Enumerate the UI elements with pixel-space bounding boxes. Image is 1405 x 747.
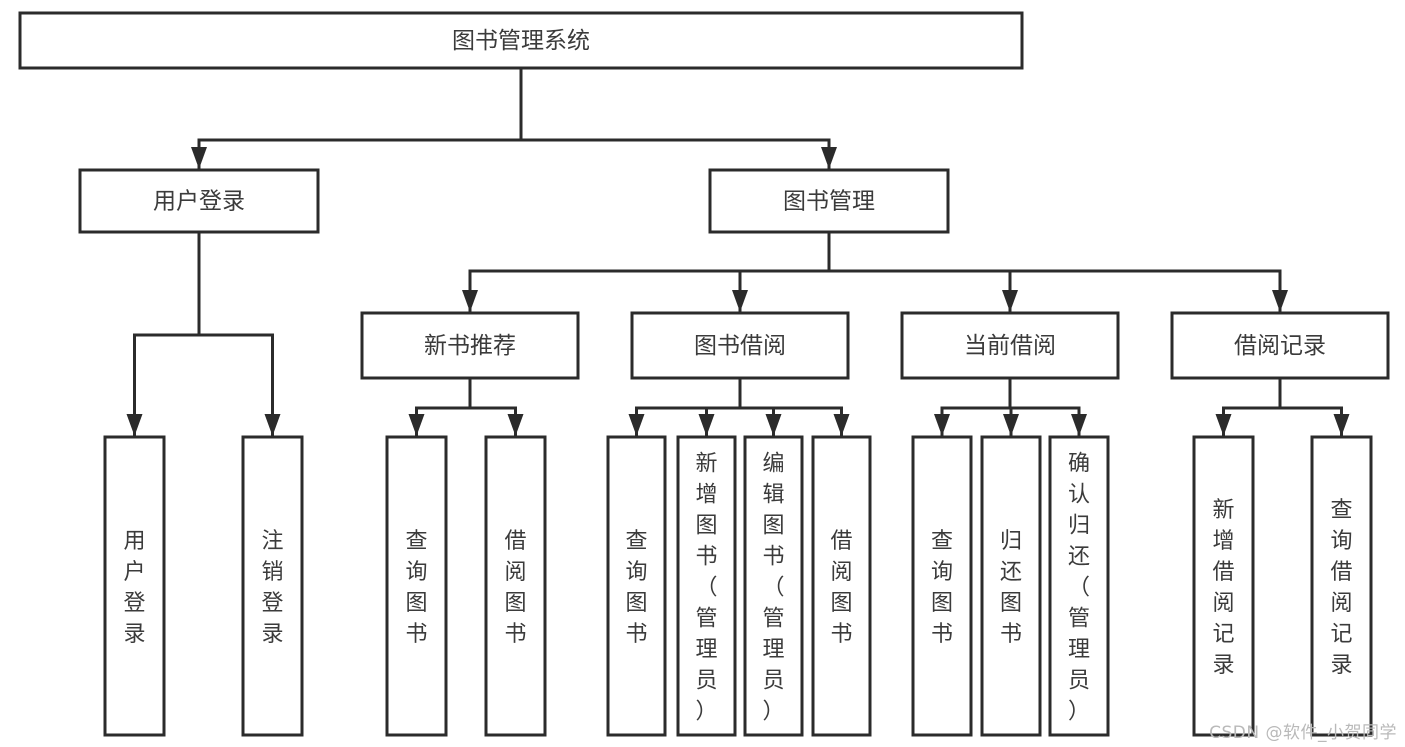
node-box-leaf-query-record xyxy=(1310,435,1373,737)
node-label-leaf-query-book-1: 查询图书 xyxy=(405,529,427,647)
node-borrow-record[interactable]: 借阅记录 xyxy=(1170,311,1390,380)
arrow-head-icon-book-borrow-3 xyxy=(833,414,850,436)
node-label-leaf-return-book: 归还图书 xyxy=(1000,529,1022,647)
arrow-head-icon-book-borrow-1 xyxy=(698,414,715,436)
node-leaf-logout[interactable]: 注销登录 xyxy=(241,435,304,737)
node-box-leaf-user-login xyxy=(103,435,166,737)
node-box-book-borrow xyxy=(630,311,850,380)
node-box-leaf-add-record xyxy=(1192,435,1255,737)
node-label-user-login: 用户登录 xyxy=(153,189,245,215)
arrow-head-icon-book-manage-3 xyxy=(1272,290,1288,312)
node-box-leaf-query-book-2 xyxy=(606,435,667,737)
node-leaf-borrow-book-1[interactable]: 借阅图书 xyxy=(484,435,547,737)
node-box-borrow-record xyxy=(1170,311,1390,380)
node-box-leaf-return-book xyxy=(980,435,1042,737)
arrow-head-icon-borrow-record-0 xyxy=(1215,414,1232,436)
node-label-book-borrow: 图书借阅 xyxy=(694,333,786,359)
node-box-leaf-query-book-1 xyxy=(385,435,448,737)
node-leaf-return-book[interactable]: 归还图书 xyxy=(980,435,1042,737)
arrow-head-icon-borrow-record-1 xyxy=(1333,414,1350,436)
node-label-new-book-rec: 新书推荐 xyxy=(424,333,516,359)
arrow-head-icon-user-login-1 xyxy=(264,414,281,436)
node-box-current-borrow xyxy=(900,311,1120,380)
node-label-leaf-query-book-2: 查询图书 xyxy=(625,529,647,647)
node-label-borrow-record: 借阅记录 xyxy=(1234,333,1326,359)
node-box-leaf-borrow-book-2 xyxy=(811,435,872,737)
node-leaf-query-book-3[interactable]: 查询图书 xyxy=(911,435,973,737)
node-leaf-edit-book[interactable]: 编辑图书（管理员） xyxy=(743,435,804,737)
node-label-leaf-query-record: 查询借阅记录 xyxy=(1330,498,1352,678)
node-leaf-borrow-book-2[interactable]: 借阅图书 xyxy=(811,435,872,737)
node-label-leaf-add-record: 新增借阅记录 xyxy=(1212,498,1234,678)
node-root[interactable]: 图书管理系统 xyxy=(18,11,1024,70)
node-leaf-add-record[interactable]: 新增借阅记录 xyxy=(1192,435,1255,737)
node-leaf-query-book-1[interactable]: 查询图书 xyxy=(385,435,448,737)
arrow-head-icon-current-borrow-0 xyxy=(934,414,950,436)
node-box-book-manage xyxy=(708,168,950,234)
node-leaf-user-login[interactable]: 用户登录 xyxy=(103,435,166,737)
node-box-leaf-confirm-return xyxy=(1048,435,1110,737)
node-box-leaf-logout xyxy=(241,435,304,737)
watermark-text: CSDN @软件_小贺同学 xyxy=(1209,723,1397,743)
node-label-leaf-query-book-3: 查询图书 xyxy=(931,529,953,647)
arrow-head-icon-book-borrow-0 xyxy=(628,414,645,436)
node-leaf-query-book-2[interactable]: 查询图书 xyxy=(606,435,667,737)
arrow-head-icon-new-book-rec-0 xyxy=(408,414,425,436)
arrow-head-icon-book-manage-2 xyxy=(1002,290,1018,312)
node-book-borrow[interactable]: 图书借阅 xyxy=(630,311,850,380)
node-leaf-query-record[interactable]: 查询借阅记录 xyxy=(1310,435,1373,737)
node-book-manage[interactable]: 图书管理 xyxy=(708,168,950,234)
node-leaf-confirm-return[interactable]: 确认归还（管理员） xyxy=(1048,435,1110,737)
arrow-head-icon-root-1 xyxy=(821,147,837,169)
node-label-leaf-edit-book: 编辑图书（管理员） xyxy=(762,452,784,725)
node-label-current-borrow: 当前借阅 xyxy=(964,333,1056,359)
node-leaf-add-book[interactable]: 新增图书（管理员） xyxy=(676,435,737,737)
node-box-leaf-borrow-book-1 xyxy=(484,435,547,737)
node-label-leaf-logout: 注销登录 xyxy=(261,529,283,647)
connector-layer xyxy=(126,66,1350,438)
node-box-new-book-rec xyxy=(360,311,580,380)
node-box-leaf-edit-book xyxy=(743,435,804,737)
arrow-head-icon-root-0 xyxy=(191,147,207,169)
arrow-head-icon-current-borrow-1 xyxy=(1003,414,1019,436)
arrow-head-icon-book-manage-0 xyxy=(462,290,478,312)
node-label-leaf-confirm-return: 确认归还（管理员） xyxy=(1068,452,1090,725)
node-label-leaf-borrow-book-1: 借阅图书 xyxy=(504,529,526,647)
arrow-head-icon-book-borrow-2 xyxy=(765,414,782,436)
node-box-leaf-add-book xyxy=(676,435,737,737)
arrow-head-icon-user-login-0 xyxy=(126,414,143,436)
node-layer: 图书管理系统用户登录图书管理新书推荐图书借阅当前借阅借阅记录用户登录注销登录查询… xyxy=(18,11,1390,737)
node-label-leaf-user-login: 用户登录 xyxy=(123,529,145,647)
node-new-book-rec[interactable]: 新书推荐 xyxy=(360,311,580,380)
arrow-head-icon-book-manage-1 xyxy=(732,290,748,312)
node-box-leaf-query-book-3 xyxy=(911,435,973,737)
node-label-leaf-borrow-book-2: 借阅图书 xyxy=(830,529,852,647)
node-box-root xyxy=(18,11,1024,70)
node-current-borrow[interactable]: 当前借阅 xyxy=(900,311,1120,380)
node-label-root: 图书管理系统 xyxy=(452,28,590,54)
arrow-head-icon-current-borrow-2 xyxy=(1071,414,1087,436)
node-label-book-manage: 图书管理 xyxy=(783,189,875,215)
node-label-leaf-add-book: 新增图书（管理员） xyxy=(695,452,717,725)
node-user-login[interactable]: 用户登录 xyxy=(78,168,320,234)
arrow-head-icon-new-book-rec-1 xyxy=(507,414,524,436)
node-box-user-login xyxy=(78,168,320,234)
